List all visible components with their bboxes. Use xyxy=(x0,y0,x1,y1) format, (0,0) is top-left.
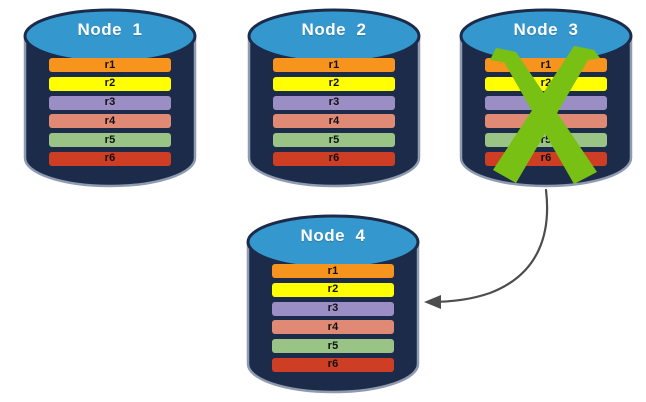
database-node-3[interactable]: Node 3 r1 r2 r3 r4 r5 r6 xyxy=(457,6,635,188)
database-node-4[interactable]: Node 4 r1 r2 r3 r4 r5 r6 xyxy=(244,212,422,394)
node-title: Node 1 xyxy=(77,20,143,39)
node-title: Node 4 xyxy=(300,226,366,245)
database-node-1[interactable]: Node 1 r1 r2 r3 r4 r5 r6 xyxy=(21,6,199,188)
row-bar[interactable]: r6 xyxy=(485,151,607,166)
row-bar[interactable]: r2 xyxy=(273,76,395,91)
row-bar[interactable]: r4 xyxy=(272,320,394,335)
row-bar[interactable]: r2 xyxy=(272,282,394,297)
row-bar[interactable]: r4 xyxy=(49,114,171,129)
row-bar[interactable]: r6 xyxy=(49,151,171,166)
row-list: r1 r2 r3 r4 r5 r6 xyxy=(49,58,171,166)
row-bar[interactable]: r3 xyxy=(49,95,171,110)
cylinder-shape xyxy=(246,214,420,394)
row-bar[interactable]: r5 xyxy=(485,133,607,148)
row-list: r1 r2 r3 r4 r5 r6 xyxy=(485,58,607,166)
row-bar[interactable]: r2 xyxy=(49,76,171,91)
row-bar[interactable]: r6 xyxy=(272,357,394,372)
row-bar[interactable]: r6 xyxy=(273,151,395,166)
row-bar[interactable]: r4 xyxy=(485,114,607,129)
row-bar[interactable]: r1 xyxy=(273,58,395,72)
row-bar[interactable]: r4 xyxy=(273,114,395,129)
row-bar[interactable]: r1 xyxy=(485,58,607,72)
node-title: Node 2 xyxy=(301,20,367,39)
row-list: r1 r2 r3 r4 r5 r6 xyxy=(272,264,394,372)
row-bar[interactable]: r5 xyxy=(272,339,394,354)
row-bar[interactable]: r5 xyxy=(49,133,171,148)
node-title: Node 3 xyxy=(513,20,579,39)
row-list: r1 r2 r3 r4 r5 r6 xyxy=(273,58,395,166)
row-bar[interactable]: r1 xyxy=(272,264,394,278)
row-bar[interactable]: r2 xyxy=(485,76,607,91)
row-bar[interactable]: r1 xyxy=(49,58,171,72)
row-bar[interactable]: r3 xyxy=(485,95,607,110)
database-node-2[interactable]: Node 2 r1 r2 r3 r4 r5 r6 xyxy=(245,6,423,188)
row-bar[interactable]: r3 xyxy=(273,95,395,110)
cylinder-shape xyxy=(23,8,197,188)
row-bar[interactable]: r3 xyxy=(272,301,394,316)
row-bar[interactable]: r5 xyxy=(273,133,395,148)
